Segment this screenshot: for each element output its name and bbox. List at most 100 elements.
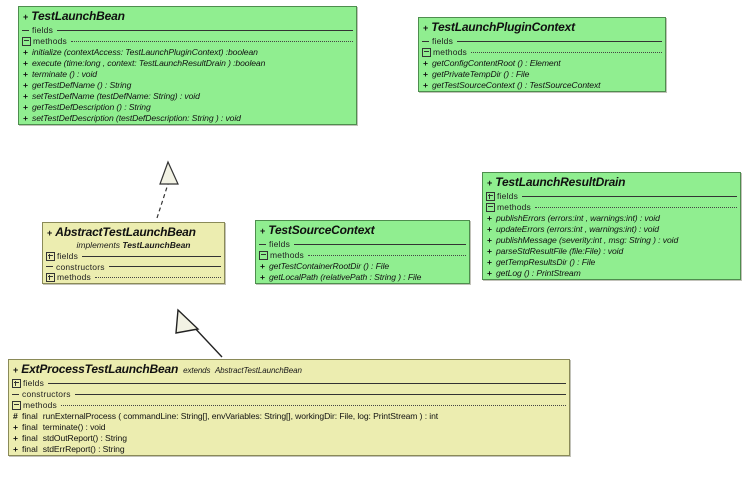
method-row[interactable]: +getTestDefName () : String [19, 80, 356, 91]
section-rule [522, 195, 737, 197]
method-visibility: # [13, 410, 18, 421]
section-label-methods: methods [23, 399, 58, 410]
class-name: TestLaunchResultDrain [495, 175, 626, 189]
minus-box-icon[interactable] [12, 400, 21, 410]
section-rule-dotted [61, 404, 566, 406]
section-methods[interactable]: methods [419, 47, 665, 58]
method-row[interactable]: +execute (time:long , context: TestLaunc… [19, 58, 356, 69]
section-label-fields: fields [32, 24, 54, 35]
class-box-test-launch-bean[interactable]: + TestLaunchBean fields methods +initiali… [18, 6, 357, 125]
section-rule-dotted [95, 277, 221, 279]
method-row[interactable]: +updateErrors (errors:int , warnings:int… [483, 224, 740, 235]
method-row[interactable]: +parseStdResultFile (file:File) : void [483, 246, 740, 257]
method-visibility: + [423, 79, 429, 90]
method-row[interactable]: +getTestSourceContext () : TestSourceCon… [419, 80, 665, 91]
relationship-generalization [175, 308, 223, 358]
section-methods[interactable]: methods [256, 250, 469, 261]
method-row[interactable]: +getPrivateTempDir () : File [419, 69, 665, 80]
method-row[interactable]: +getLog () : PrintStream [483, 268, 740, 279]
collapse-dash-icon [22, 29, 29, 31]
method-signature: updateErrors (errors:int , warnings:int)… [496, 223, 659, 234]
section-fields[interactable]: fields [419, 36, 665, 47]
plus-box-icon[interactable] [46, 273, 55, 283]
method-signature: getConfigContentRoot () : Element [432, 57, 561, 68]
collapse-dash-icon [422, 40, 429, 42]
method-signature: getLocalPath (relativePath : String ) : … [269, 271, 422, 282]
method-row[interactable]: +terminate () : void [19, 69, 356, 80]
stereotype-keyword: implements [76, 239, 120, 250]
method-row[interactable]: +setTestDefName (testDefName: String) : … [19, 91, 356, 102]
class-name: TestLaunchPluginContext [431, 20, 575, 34]
class-box-abstract-test-launch-bean[interactable]: +AbstractTestLaunchBean implements TestL… [42, 222, 225, 285]
section-fields[interactable]: fields [256, 239, 469, 250]
class-header-test-launch-result-drain: +TestLaunchResultDrain [483, 173, 740, 191]
section-label-fields: fields [432, 35, 454, 46]
method-visibility: + [23, 112, 29, 123]
visibility-marker: + [260, 226, 266, 236]
method-row[interactable]: +getLocalPath (relativePath : String ) :… [256, 272, 469, 283]
class-name: TestSourceContext [268, 223, 375, 237]
method-row[interactable]: +initialize (contextAccess: TestLaunchPl… [19, 47, 356, 58]
stereotype-target: TestLaunchBean [122, 239, 191, 250]
section-rule-dotted [471, 51, 662, 53]
section-methods[interactable]: methods [43, 272, 224, 283]
section-fields[interactable]: fields [43, 251, 224, 262]
method-signature: publishErrors (errors:int , warnings:int… [496, 212, 660, 223]
section-fields[interactable]: fields [9, 378, 569, 389]
method-row[interactable]: +getConfigContentRoot () : Element [419, 58, 665, 69]
method-visibility: + [487, 256, 493, 267]
method-signature: stdOutReport() : String [42, 432, 127, 443]
minus-box-icon[interactable] [259, 250, 268, 260]
section-label-methods: methods [270, 249, 305, 260]
minus-box-icon[interactable] [422, 47, 431, 57]
method-signature: getTempResultsDir () : File [496, 256, 596, 267]
method-row[interactable]: +getTestDefDescription () : String [19, 102, 356, 113]
class-name: TestLaunchBean [31, 9, 125, 23]
method-row[interactable]: +getTempResultsDir () : File [483, 257, 740, 268]
method-row[interactable]: +publishMessage (severity:int , msg: Str… [483, 235, 740, 246]
method-modifier: final [22, 432, 38, 443]
visibility-marker: + [423, 23, 429, 33]
method-modifier: final [22, 410, 38, 421]
stereotype-target: AbstractTestLaunchBean [214, 366, 302, 375]
class-box-test-launch-result-drain[interactable]: +TestLaunchResultDrain fields methods +p… [482, 172, 741, 280]
collapse-dash-icon [46, 266, 53, 268]
section-constructors[interactable]: constructors [9, 389, 569, 400]
class-box-test-launch-plugin-context[interactable]: +TestLaunchPluginContext fields methods … [418, 17, 666, 92]
class-header-test-source-context: +TestSourceContext [256, 221, 469, 239]
minus-box-icon[interactable] [486, 202, 495, 212]
class-box-test-source-context[interactable]: +TestSourceContext fields methods +getTe… [255, 220, 470, 284]
relationship-realization [156, 160, 179, 219]
section-fields[interactable]: fields [483, 191, 740, 202]
section-fields[interactable]: fields [19, 25, 356, 36]
method-visibility: + [423, 68, 429, 79]
section-constructors[interactable]: constructors [43, 262, 224, 273]
section-label-methods: methods [33, 35, 68, 46]
plus-box-icon[interactable] [12, 378, 21, 388]
section-label-constructors: constructors [56, 261, 105, 272]
class-stereotype-implements: implements TestLaunchBean [43, 239, 224, 251]
class-name: AbstractTestLaunchBean [55, 225, 196, 239]
section-label-constructors: constructors [22, 388, 71, 399]
section-methods[interactable]: methods [19, 36, 356, 47]
section-label-fields: fields [497, 190, 519, 201]
plus-box-icon[interactable] [486, 191, 495, 201]
plus-box-icon[interactable] [46, 251, 55, 261]
minus-box-icon[interactable] [22, 36, 31, 46]
section-methods[interactable]: methods [483, 202, 740, 213]
method-signature: execute (time:long , context: TestLaunch… [32, 57, 266, 68]
section-rule [294, 243, 466, 245]
method-row[interactable]: +getTestContainerRootDir () : File [256, 261, 469, 272]
section-label-methods: methods [497, 201, 532, 212]
section-methods[interactable]: methods [9, 400, 569, 411]
method-row[interactable]: +setTestDefDescription (testDefDescripti… [19, 113, 356, 124]
method-signature: publishMessage (severity:int , msg: Stri… [496, 234, 679, 245]
method-row[interactable]: +publishErrors (errors:int , warnings:in… [483, 213, 740, 224]
